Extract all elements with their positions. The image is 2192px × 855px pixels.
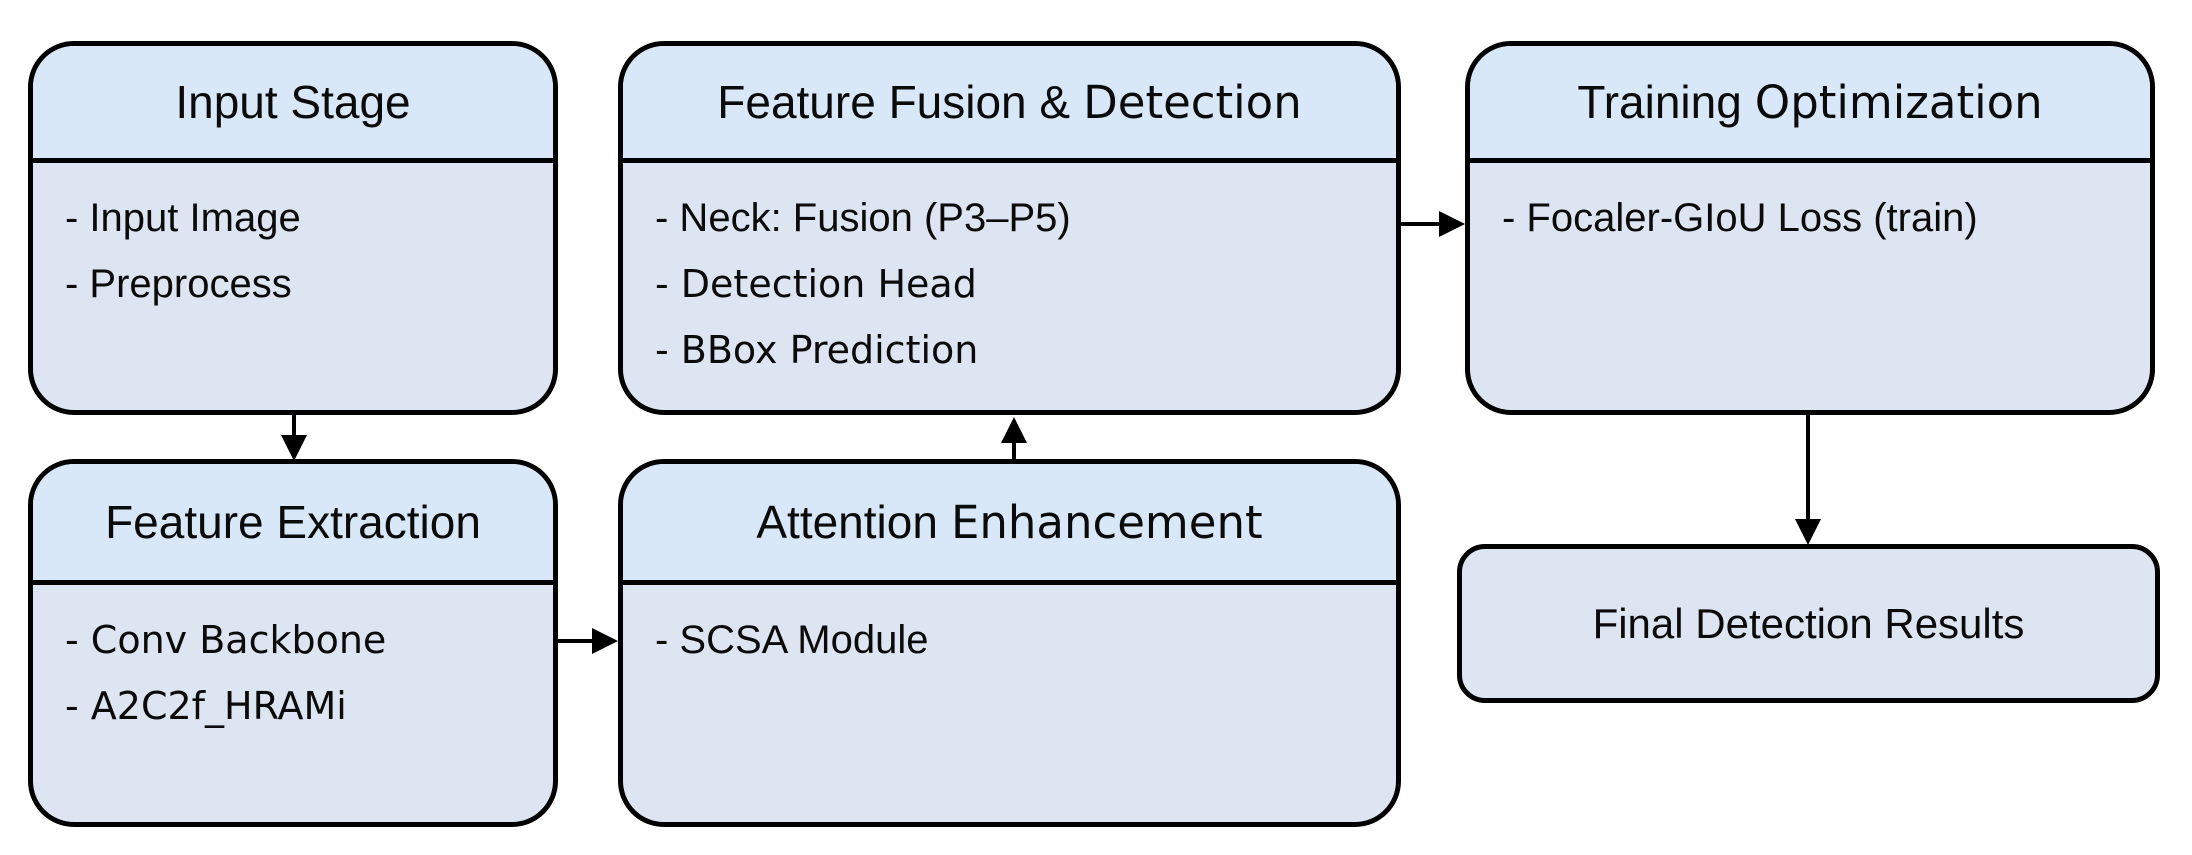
input-stage-box: Input Stage - Input Image - Preprocess <box>28 41 558 415</box>
arrow-line <box>558 639 594 643</box>
input-stage-header: Input Stage <box>33 46 553 163</box>
training-optimization-header: Training Optimization <box>1470 46 2150 163</box>
feature-extraction-box: Feature Extraction - Conv Backbone - A2C… <box>28 459 558 827</box>
input-stage-body: - Input Image - Preprocess <box>33 163 553 317</box>
feature-extraction-body: - Conv Backbone - A2C2f_HRAMi <box>33 585 553 739</box>
feature-fusion-detection-title-wide: Detection <box>1083 75 1302 129</box>
feature-fusion-detection-header: Feature Fusion & Detection <box>623 46 1396 163</box>
arrowhead-right-icon <box>1439 211 1465 237</box>
feature-fusion-detection-item: - BBox Prediction <box>655 328 979 372</box>
arrowhead-down-icon <box>281 435 307 461</box>
attention-enhancement-title-wide: Enhancement <box>950 495 1263 549</box>
attention-enhancement-box: Attention Enhancement - SCSA Module <box>618 459 1401 827</box>
input-stage-item: - Preprocess <box>65 262 292 306</box>
training-optimization-body: - Focaler-GIoU Loss (train) <box>1470 163 2150 251</box>
feature-fusion-detection-title: Feature Fusion & <box>717 76 1071 128</box>
training-optimization-box: Training Optimization - Focaler-GIoU Los… <box>1465 41 2155 415</box>
final-detection-results-label: Final Detection Results <box>1592 599 2025 647</box>
attention-enhancement-header: Attention Enhancement <box>623 464 1396 585</box>
feature-fusion-detection-item: - Neck: Fusion (P3–P5) <box>655 196 1071 240</box>
training-optimization-title-wide: Optimization <box>1754 75 2043 129</box>
feature-fusion-detection-box: Feature Fusion & Detection - Neck: Fusio… <box>618 41 1401 415</box>
attention-enhancement-title: Attention <box>756 496 938 548</box>
feature-extraction-item: - Conv Backbone <box>65 618 387 662</box>
arrowhead-down-icon <box>1795 519 1821 545</box>
input-stage-item: - Input Image <box>65 196 301 240</box>
arrow-line <box>1012 441 1016 459</box>
arrowhead-up-icon <box>1001 417 1027 443</box>
feature-extraction-item: - A2C2f_HRAMi <box>65 684 347 728</box>
training-optimization-title: Training <box>1577 76 1742 128</box>
input-stage-title: Input Stage <box>175 76 411 128</box>
training-optimization-item: - Focaler-GIoU Loss (train) <box>1502 196 1978 240</box>
feature-fusion-detection-body: - Neck: Fusion (P3–P5) - Detection Head … <box>623 163 1396 383</box>
attention-enhancement-body: - SCSA Module <box>623 585 1396 673</box>
arrowhead-right-icon <box>592 628 618 654</box>
arrow-line <box>1806 415 1810 521</box>
feature-fusion-detection-item: - Detection Head <box>655 262 977 306</box>
feature-extraction-title: Feature Extraction <box>105 496 481 548</box>
arrow-line <box>1401 222 1441 226</box>
final-detection-results-box: Final Detection Results <box>1457 544 2160 703</box>
feature-extraction-header: Feature Extraction <box>33 464 553 585</box>
arrow-line <box>292 415 296 437</box>
attention-enhancement-item: - SCSA Module <box>655 618 929 662</box>
